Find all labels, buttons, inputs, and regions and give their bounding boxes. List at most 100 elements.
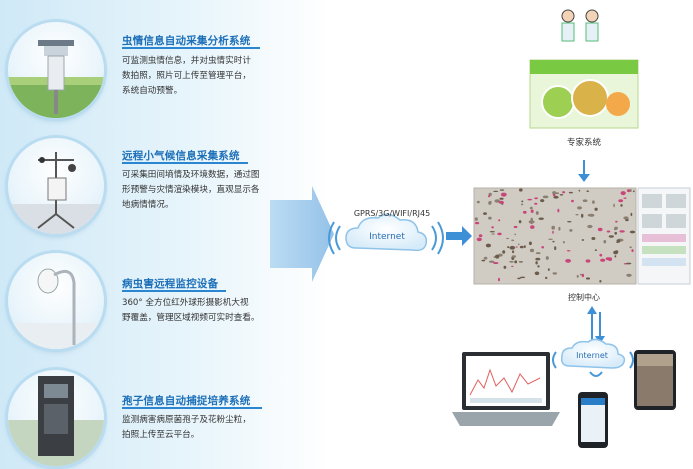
speck <box>625 262 632 265</box>
speck <box>626 189 631 193</box>
speck <box>581 239 585 241</box>
speck <box>597 227 603 232</box>
speck <box>514 233 517 236</box>
system-1-title: 虫情信息自动采集分析系统 <box>122 35 251 47</box>
speck <box>498 200 504 204</box>
speck <box>569 229 573 232</box>
system-3-title-underline <box>122 290 226 292</box>
speck <box>578 189 581 192</box>
speck <box>603 240 607 244</box>
speck <box>491 233 495 235</box>
speck <box>545 276 548 280</box>
speck <box>483 256 488 260</box>
system-2-description: 可采集田间墒情及环境数据，通过图 形预警与灾情渲染模块，直观显示各 地病情情况。 <box>122 168 287 213</box>
speck <box>500 192 507 197</box>
speck <box>587 213 594 217</box>
speck <box>576 274 579 278</box>
signal-arc <box>328 221 335 255</box>
network-protocols-label: GPRS/3G/WIFI/RJ45 <box>354 209 430 218</box>
speck <box>530 225 535 229</box>
signal-arc <box>335 225 341 251</box>
speck <box>499 189 505 191</box>
speck <box>529 248 535 253</box>
speck <box>555 192 559 195</box>
signal-arc <box>431 225 437 251</box>
speck <box>514 260 518 264</box>
speck <box>511 255 517 258</box>
speck <box>498 277 500 282</box>
system-3-desc-line: 野覆盖，管理区域视频可实时查看。 <box>122 313 260 323</box>
speck <box>551 225 555 230</box>
speck <box>481 259 486 262</box>
system-4-title-underline <box>122 407 262 409</box>
spore-capture-device-image <box>8 370 104 466</box>
speck <box>519 276 525 279</box>
speck <box>540 199 545 203</box>
speck <box>553 195 559 199</box>
speck <box>619 230 625 233</box>
speck <box>503 265 507 269</box>
speck <box>562 191 566 194</box>
speck <box>518 243 520 246</box>
speck <box>571 199 574 203</box>
speck <box>545 256 549 260</box>
speck <box>534 197 538 200</box>
system-4-desc-line: 拍照上传至云平台。 <box>122 430 200 440</box>
insect-monitor-device-image <box>8 22 104 118</box>
speck <box>478 234 483 238</box>
speck <box>605 257 611 261</box>
speck <box>534 271 540 276</box>
speck <box>594 207 598 211</box>
speck <box>493 262 499 264</box>
expert-system-screen <box>529 59 639 129</box>
speck <box>626 273 632 277</box>
speck <box>632 190 635 193</box>
speck <box>521 203 524 206</box>
speck <box>495 254 500 259</box>
system-1-desc-line: 系统自动预警。 <box>122 86 183 96</box>
speck <box>535 257 541 261</box>
speck <box>629 246 632 249</box>
speck <box>507 246 510 249</box>
speck <box>557 208 560 213</box>
speck <box>620 191 626 196</box>
system-4-desc-line: 监测病害病原菌孢子及花粉尘粒， <box>122 415 251 425</box>
speck <box>586 190 589 192</box>
speck <box>511 239 515 242</box>
speck <box>606 230 611 233</box>
speck <box>497 232 502 236</box>
weather-station-image <box>8 138 104 234</box>
speck <box>483 212 487 215</box>
speck <box>475 221 480 225</box>
speck <box>534 202 538 205</box>
speck <box>552 191 557 195</box>
phone-device <box>578 392 608 448</box>
system-1-desc-line: 数拍照，照片可上传至管理平台， <box>122 71 251 81</box>
speck <box>614 228 616 231</box>
expert-system-label: 专家系统 <box>567 137 602 148</box>
speck <box>568 191 574 194</box>
speck <box>613 250 618 255</box>
speck <box>608 235 614 238</box>
speck <box>599 279 602 283</box>
speck <box>487 195 491 198</box>
speck <box>535 261 538 265</box>
speck <box>528 241 532 246</box>
speck <box>521 200 524 203</box>
speck <box>575 214 579 216</box>
signal-arc <box>437 221 444 255</box>
system-4-description: 监测病害病原菌孢子及花粉尘粒， 拍照上传至云平台。 <box>122 413 287 443</box>
speck <box>476 237 482 242</box>
speck <box>499 197 504 200</box>
speck <box>528 220 535 224</box>
system-3-desc-line: 360° 全方位红外球形摄影机大视 <box>122 298 249 308</box>
speck <box>581 213 584 218</box>
speck <box>515 246 518 248</box>
speck <box>554 246 557 251</box>
speck <box>591 237 596 240</box>
speck <box>630 212 633 217</box>
speck <box>623 197 627 199</box>
speck <box>517 277 521 280</box>
speck <box>494 199 500 203</box>
speck <box>566 250 571 252</box>
